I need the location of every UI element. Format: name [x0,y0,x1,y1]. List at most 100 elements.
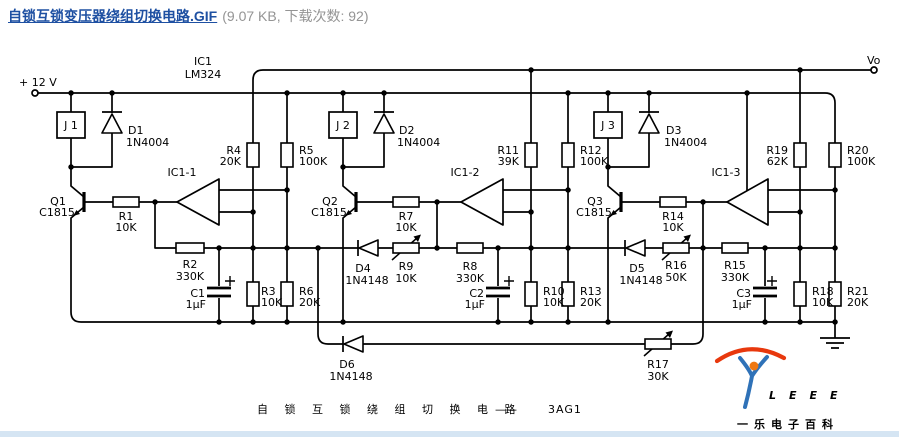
stage3-relay-transistor-wire [607,93,622,322]
schematic-labels: + 12 V Vo IC1 LM324 IC1-1 IC1-2 IC1-3 J … [19,54,881,383]
r7-value-label: 10K [395,221,417,234]
r7-ref-label: R7 [399,210,414,223]
d2-part-label: 1N4004 [397,136,440,149]
q3-ref-label: Q3 [587,195,603,208]
r6-ref-label: R6 [299,285,314,298]
d3-ref-label: D3 [666,124,681,137]
relay-j3-box [593,111,623,139]
r16-value-label: 50K [665,271,687,284]
d3-part-label: 1N4004 [664,136,707,149]
opamp-ic1-2-label: IC1-2 [451,166,480,179]
r12-value-label: 100K [580,155,609,168]
c3-value-label: 1µF [732,298,752,311]
r18-value-label: 10K [812,296,834,309]
opamp-triangles [176,178,769,226]
d1-ref-label: D1 [128,124,143,137]
opamp-ic1-1-label: IC1-1 [168,166,197,179]
caption-title: 自 锁 互 锁 绕 组 切 换 电 路 [257,402,522,416]
q1-ref-label: Q1 [50,195,66,208]
resistor-r2-body [175,242,205,254]
r10-value-label: 10K [543,296,565,309]
stage2-base-output-wire [356,201,461,248]
attachment-file-link[interactable]: 自锁互锁变压器绕组切换电路.GIF [8,8,218,24]
r5-value-label: 100K [299,155,328,168]
logo-arc-icon [714,347,787,364]
vo-label: Vo [867,54,881,67]
d4-part-label: 1N4148 [345,274,388,287]
resistor-r14-body [659,196,687,208]
r2-value-label: 330K [176,270,205,283]
stage1-base-output-wire [84,201,177,249]
r11-value-label: 39K [498,155,520,168]
attachment-header: 自锁互锁变压器绕组切换电路.GIF(9.07 KB, 下载次数: 92) [8,6,369,26]
resistor-r21-body [828,281,842,307]
diode-cathode-bars [102,111,659,352]
c2-value-label: 1µF [465,298,485,311]
wire-layer [38,69,877,357]
c1-ref-label: C1 [190,287,205,300]
r21-ref-label: R21 [847,285,869,298]
resistor-r10-body [524,281,538,307]
attachment-meta: (9.07 KB, 下载次数: 92) [222,8,369,24]
capacitor-polarity-plus-marks [225,276,777,286]
r2-ref-label: R2 [183,258,198,271]
r10-ref-label: R10 [543,285,565,298]
r11-ref-label: R11 [497,144,519,157]
r5-ref-label: R5 [299,144,314,157]
r19-ref-label: R19 [766,144,788,157]
r3-value-label: 10K [261,296,283,309]
opamp-ic1-3-triangle [726,178,769,226]
q1-part-label: C1815 [39,206,75,219]
relay-boxes [56,111,623,139]
r14-value-label: 10K [662,221,684,234]
d2-wire [343,93,385,168]
resistor-r7-body [392,196,420,208]
diode-triangles [101,113,660,353]
r9-ref-label: R9 [399,260,414,273]
resistor-r15-body [721,242,749,254]
junction-dots [68,67,838,325]
r4-value-label: 20K [220,155,242,168]
r1-value-label: 10K [115,221,137,234]
r20-ref-label: R20 [847,144,869,157]
resistor-bodies [112,142,842,350]
transistor-bars [82,192,623,212]
d6-r17-loop-wire [317,248,645,345]
relay-j2-label: J 2 [335,119,350,132]
vcc-terminal [31,89,39,97]
logo-tagline: 一乐电子百科 [737,417,839,431]
resistor-r17-body [644,338,672,350]
d5-ref-label: D5 [629,262,644,275]
resistor-r6-body [280,281,294,307]
d2-ref-label: D2 [399,124,414,137]
logo-person-icon [738,355,769,409]
diode-d4-symbol [358,239,379,257]
d6-ref-label: D6 [339,358,354,371]
caption-model: 3AG1 [548,403,582,416]
d1-part-label: 1N4004 [126,136,169,149]
relay-j1-label: J 1 [63,119,78,132]
r8-value-label: 330K [456,272,485,285]
c1-value-label: 1µF [186,298,206,311]
q2-part-label: C1815 [311,206,347,219]
r20-value-label: 100K [847,155,876,168]
opamp-ic1-2-triangle [460,178,504,226]
resistor-r16-body [662,242,690,254]
schematic-caption: 自 锁 互 锁 绕 组 切 换 电 路 —— 3AG1 [257,402,582,416]
ic1-ref-label: IC1 [194,55,212,68]
r12-ref-label: R12 [580,144,602,157]
resistor-r12-body [561,142,575,168]
c2-ref-label: C2 [469,287,484,300]
capacitor-column-wires [218,248,766,322]
page-bottom-divider [0,431,899,437]
terminals [31,66,878,97]
r17-ref-label: R17 [647,358,669,371]
r13-value-label: 20K [580,296,602,309]
opamp-ic1-3-label: IC1-3 [712,166,741,179]
relay-j3-label: J 3 [600,119,615,132]
resistor-r5-body [280,142,294,168]
r15-ref-label: R15 [724,259,746,272]
r14-ref-label: R14 [662,210,684,223]
